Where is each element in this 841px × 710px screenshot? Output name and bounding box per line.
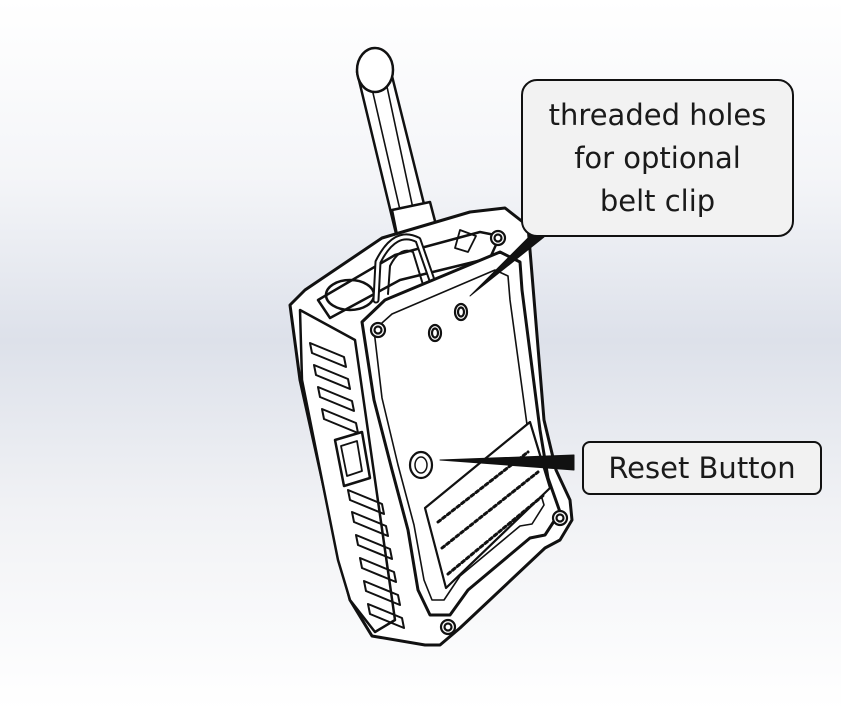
callout-line-1: threaded holes <box>548 98 767 132</box>
screws <box>369 229 569 636</box>
threaded-holes-callout: threaded holes for optional belt clip <box>521 79 794 237</box>
reset-button-callout: Reset Button <box>582 441 822 495</box>
callout-line-3: belt clip <box>599 184 716 218</box>
reset-button <box>408 450 434 480</box>
threaded-holes <box>427 302 469 343</box>
callout-line-2: for optional <box>574 141 741 175</box>
reset-pointer <box>439 454 575 471</box>
clip-loop <box>372 233 438 304</box>
antenna <box>355 46 442 252</box>
usb-port <box>333 430 372 488</box>
